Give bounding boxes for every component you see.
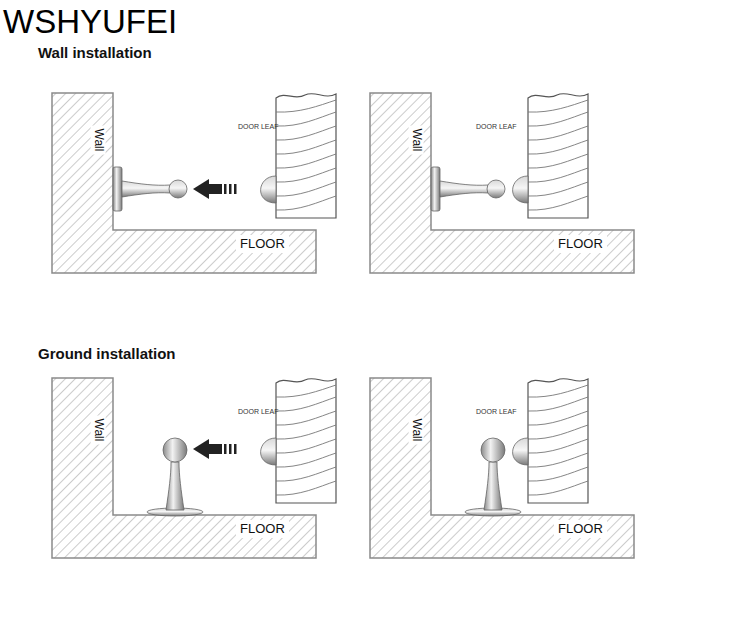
- wall-label: Wall: [408, 126, 423, 155]
- floor-label: FLOOR: [236, 235, 289, 253]
- wall-label: Wall: [408, 416, 423, 445]
- floor-label: FLOOR: [236, 520, 289, 538]
- section-heading: Ground installation: [38, 346, 176, 363]
- door-leaf-label: DOOR LEAF: [238, 408, 278, 416]
- section-heading: Wall installation: [38, 45, 152, 62]
- wall-label: Wall: [90, 416, 105, 445]
- door-leaf-label: DOOR LEAF: [476, 408, 516, 416]
- wall-label: Wall: [90, 126, 105, 155]
- brand-watermark: WSHYUFEI: [3, 4, 177, 40]
- door-leaf-label: DOOR LEAF: [238, 123, 278, 131]
- door-leaf-label: DOOR LEAF: [476, 123, 516, 131]
- floor-label: FLOOR: [554, 235, 607, 253]
- floor-label: FLOOR: [554, 520, 607, 538]
